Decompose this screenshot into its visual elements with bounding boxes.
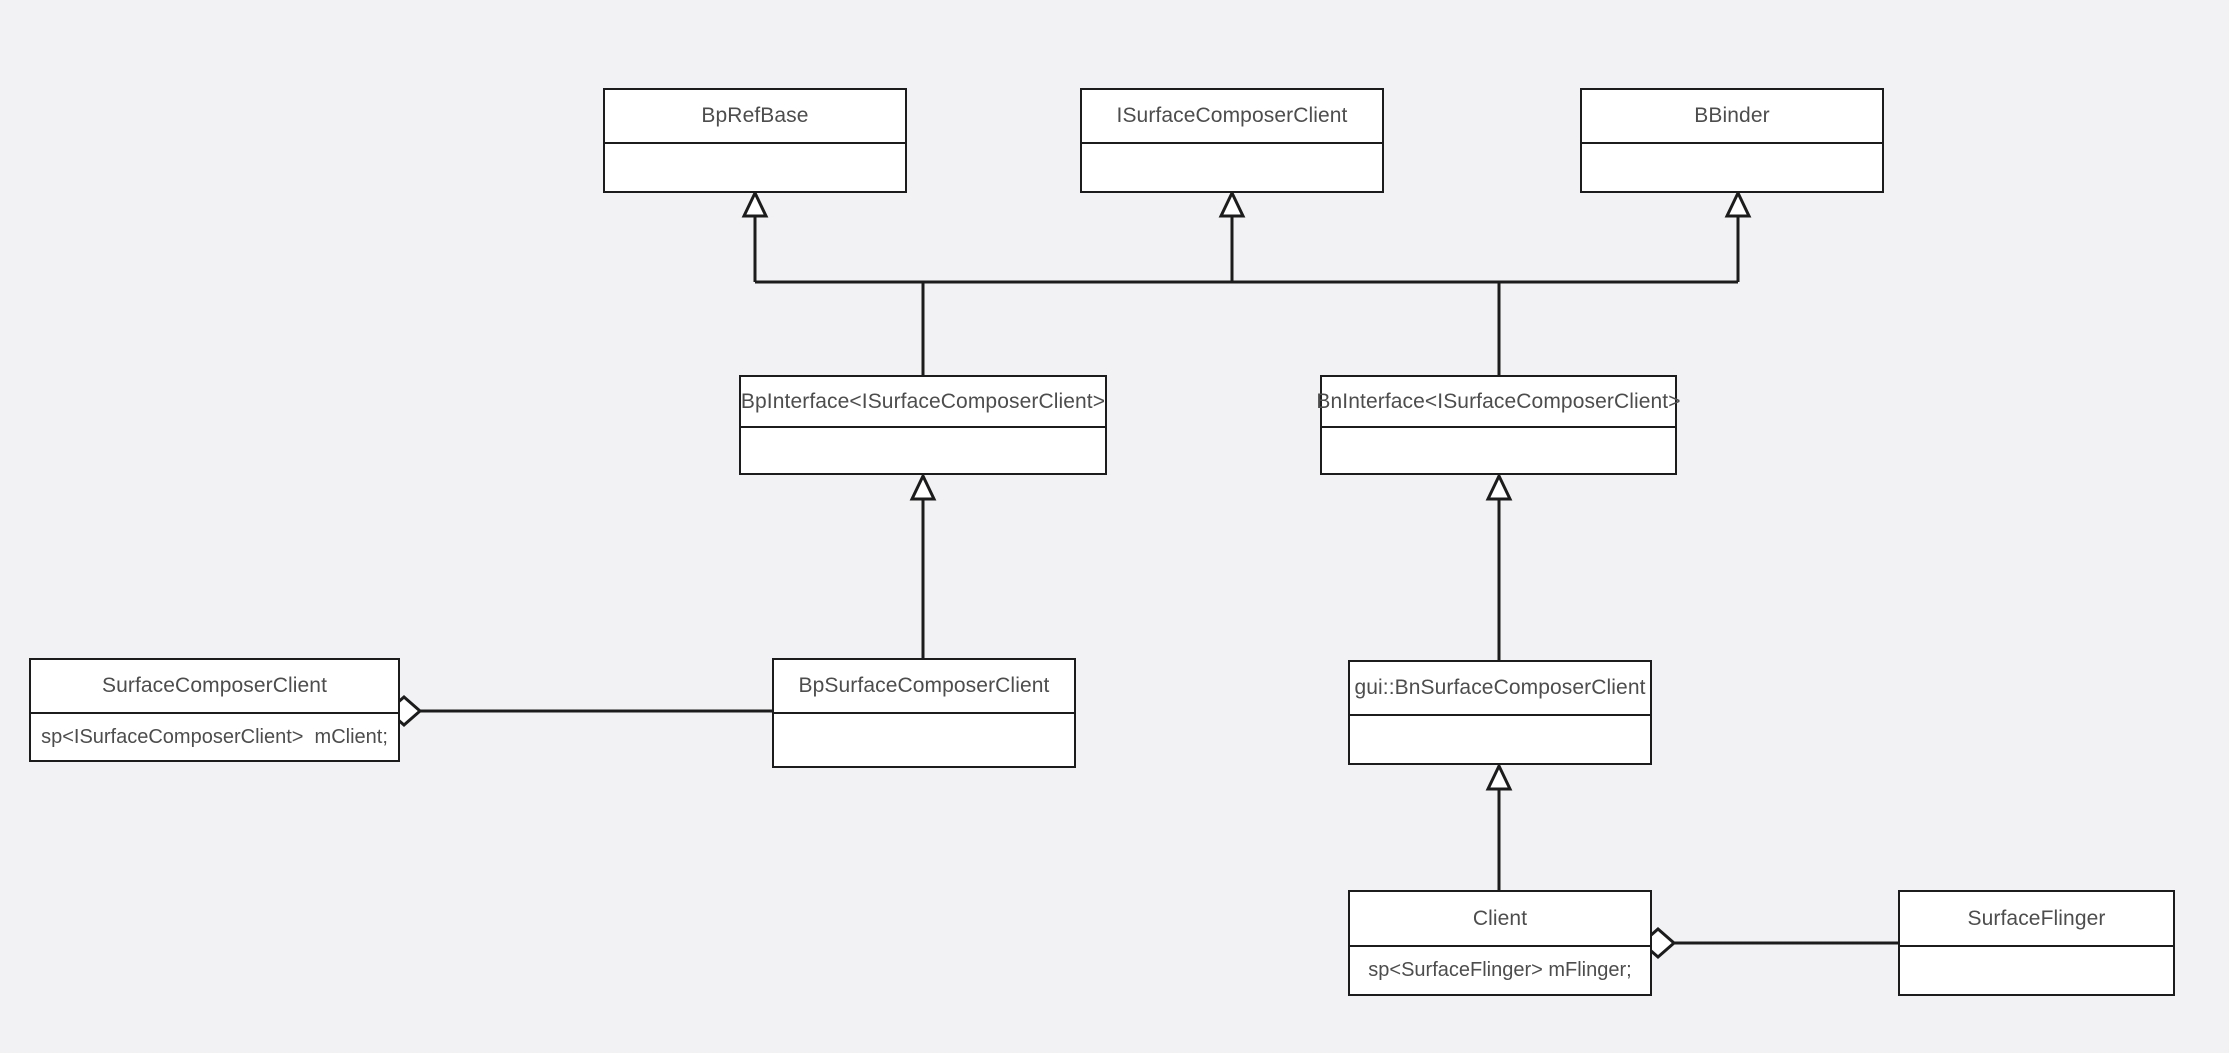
class-box-bbinder[interactable]: BBinder (1580, 88, 1884, 193)
class-attributes-isurfacecomposerclient (1082, 142, 1382, 191)
generalization-arrowhead-bprefbase (741, 189, 769, 218)
generalization-arrowhead-bpinterface (909, 472, 937, 501)
class-attributes-bprefbase (605, 142, 905, 191)
class-name-bprefbase: BpRefBase (701, 104, 809, 127)
class-name-isurfacecomposerclient: ISurfaceComposerClient (1116, 104, 1348, 127)
class-name-bbinder: BBinder (1694, 104, 1770, 127)
class-box-isurfacecomposerclient[interactable]: ISurfaceComposerClient (1080, 88, 1384, 193)
class-box-client[interactable]: Client sp<SurfaceFlinger> mFlinger; (1348, 890, 1652, 996)
class-box-bprefbase[interactable]: BpRefBase (603, 88, 907, 193)
generalization-arrowhead-bninterface (1485, 472, 1513, 501)
class-box-surfaceflinger[interactable]: SurfaceFlinger (1898, 890, 2175, 996)
class-attributes-bpinterface (741, 426, 1105, 473)
class-box-surfacecomposerclient[interactable]: SurfaceComposerClient sp<ISurfaceCompose… (29, 658, 400, 762)
class-name-bpinterface: BpInterface<ISurfaceComposerClient> (740, 389, 1106, 413)
class-name-client: Client (1472, 906, 1528, 930)
class-attributes-bbinder (1582, 142, 1882, 191)
class-box-bninterface[interactable]: BnInterface<ISurfaceComposerClient> (1316, 375, 1681, 475)
class-name-bpsurfacecomposerclient: BpSurfaceComposerClient (798, 674, 1050, 697)
class-attributes-bpsurfacecomposerclient (774, 712, 1074, 766)
class-box-bpinterface[interactable]: BpInterface<ISurfaceComposerClient> (739, 375, 1107, 475)
class-attributes-bninterface (1322, 426, 1675, 473)
generalization-arrowhead-isurfacecomposerclient (1218, 189, 1246, 218)
class-name-surfacecomposerclient: SurfaceComposerClient (101, 674, 328, 697)
generalization-arrowhead-bbinder (1724, 189, 1752, 218)
class-box-bpsurfacecomposerclient[interactable]: BpSurfaceComposerClient (772, 658, 1076, 768)
class-attributes-client: sp<SurfaceFlinger> mFlinger; (1350, 945, 1650, 994)
generalization-arrowhead-guibnsurfacecomposerclient (1485, 762, 1513, 791)
class-attributes-surfaceflinger (1900, 945, 2173, 994)
class-name-bninterface: BnInterface<ISurfaceComposerClient> (1316, 389, 1681, 413)
class-attributes-guibnsurfacecomposerclient (1350, 714, 1650, 763)
class-box-guibnsurfacecomposerclient[interactable]: gui::BnSurfaceComposerClient (1348, 660, 1652, 765)
class-name-surfaceflinger: SurfaceFlinger (1967, 906, 2106, 930)
class-name-guibnsurfacecomposerclient: gui::BnSurfaceComposerClient (1354, 676, 1646, 699)
class-attributes-surfacecomposerclient: sp<ISurfaceComposerClient> mClient; (31, 712, 398, 760)
